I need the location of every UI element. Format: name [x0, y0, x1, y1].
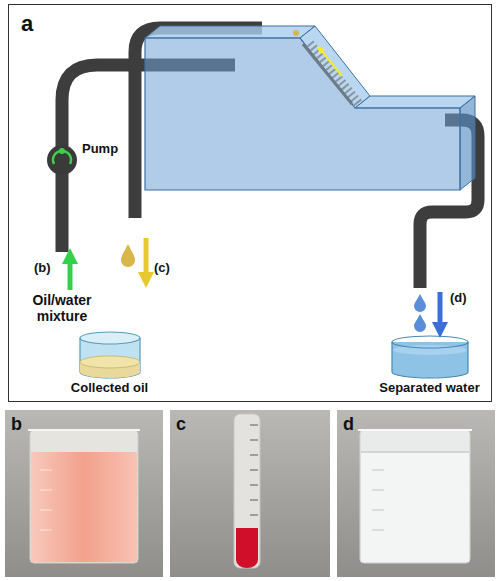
callout-number: (b) [34, 261, 64, 276]
pump-symbol [47, 145, 77, 175]
part-name: Pump [82, 142, 142, 157]
callout-number: (d) [450, 291, 480, 306]
pipes [62, 28, 478, 288]
panel-letter: b [11, 414, 22, 435]
photo-panel: c [170, 410, 330, 577]
photo-water [337, 410, 495, 577]
oil-drop [121, 244, 135, 267]
photo-panel: b [5, 410, 163, 577]
beaker-label: Separated water [365, 381, 495, 396]
flow-arrow [68, 256, 73, 290]
oil-beaker [80, 332, 140, 378]
flow-arrow [438, 292, 443, 330]
panel-frame: aCollected oil Separated water [8, 4, 492, 402]
water-drop [414, 314, 426, 332]
water-beaker [392, 336, 468, 378]
flow-arrow [144, 238, 149, 280]
beaker-node: Separated water [365, 330, 495, 398]
photo-oil [170, 410, 330, 577]
stream-name: Oil/water mixture [16, 292, 108, 324]
panel-letter: c [176, 414, 186, 435]
separator-device [145, 26, 475, 190]
beaker-label: Collected oil [40, 381, 180, 396]
callout-number: (c) [154, 261, 184, 276]
photo-panel: d [337, 410, 495, 577]
panel-letter: a [21, 11, 33, 36]
panel-letter: d [343, 414, 354, 435]
beaker-node: Collected oil [40, 330, 180, 398]
photo-mixture [5, 410, 163, 577]
water-drop [414, 294, 426, 312]
